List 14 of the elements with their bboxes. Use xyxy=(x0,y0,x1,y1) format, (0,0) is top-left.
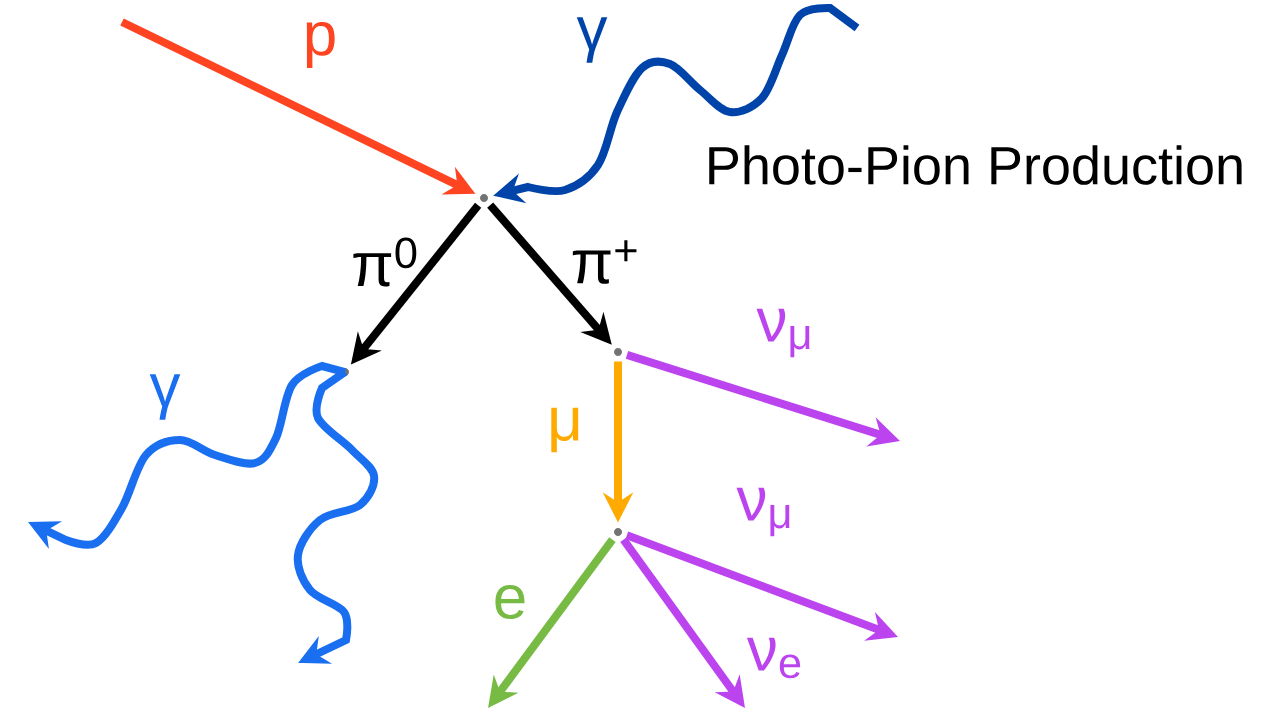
particle-label: π$^{+}$ xyxy=(572,240,637,284)
interaction-vertex xyxy=(614,348,622,356)
particle-label: μ xyxy=(551,407,579,453)
interaction-vertex xyxy=(480,194,488,202)
particle-label: ν$_{μ}$ xyxy=(756,308,810,358)
particle-label: ν$_{μ}$ xyxy=(736,487,790,537)
particle-label: ν$_{e}$ xyxy=(746,637,801,679)
interaction-vertex xyxy=(614,528,622,536)
particle-label: γ xyxy=(576,17,608,63)
particle-label: p xyxy=(306,21,335,69)
particle-label: e xyxy=(495,585,525,619)
particle-label: γ xyxy=(149,374,181,420)
title: Photo-Pion Production xyxy=(709,145,1242,185)
particle-label: π$^{0}$ xyxy=(353,237,417,287)
